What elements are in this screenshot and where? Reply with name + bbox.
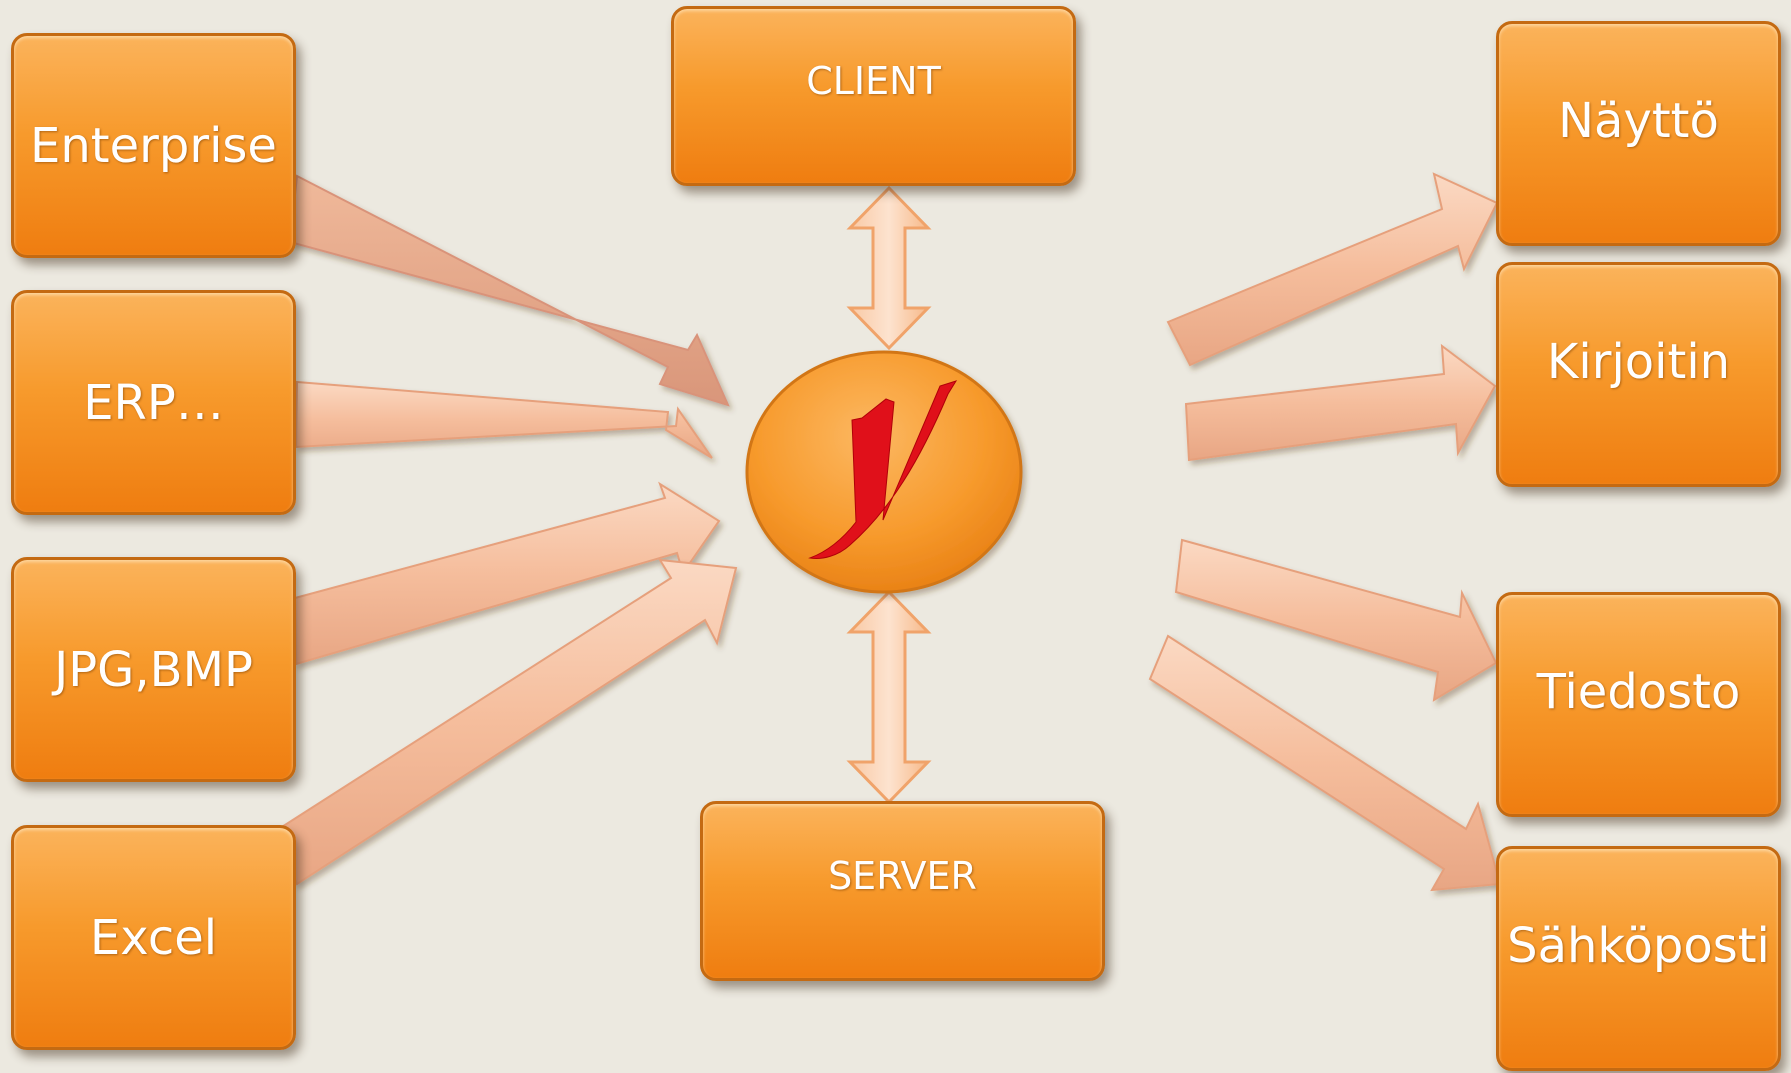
output-box-tiedosto: Tiedosto — [1496, 592, 1781, 817]
output-box-naytto: Näyttö — [1496, 21, 1781, 246]
arrow-hub-to-sahkoposti — [1148, 634, 1502, 892]
server-box: SERVER — [700, 801, 1105, 981]
source-box-jpg-bmp: JPG,BMP — [11, 557, 296, 782]
client-box: CLIENT — [671, 6, 1076, 186]
arrow-excel-to-hub — [272, 558, 738, 886]
arrow-hub-to-tiedosto — [1174, 538, 1498, 702]
source-box-excel: Excel — [11, 825, 296, 1050]
source-label-enterprise: Enterprise — [30, 117, 277, 174]
arrow-hub-to-naytto — [1166, 172, 1499, 367]
arrow-jpg-to-hub — [293, 481, 721, 666]
server-label: SERVER — [828, 854, 977, 898]
source-label-erp: ERP… — [83, 374, 224, 431]
source-box-erp: ERP… — [11, 290, 296, 515]
output-box-sahkoposti: Sähköposti — [1496, 846, 1781, 1071]
output-label-tiedosto: Tiedosto — [1536, 664, 1741, 720]
output-label-naytto: Näyttö — [1558, 93, 1719, 149]
output-box-kirjoitin: Kirjoitin — [1496, 262, 1781, 487]
double-arrow-server-hub — [846, 589, 932, 805]
y-logo-icon — [808, 380, 958, 559]
arrow-erp-to-hub — [294, 380, 713, 459]
client-label: CLIENT — [806, 59, 941, 103]
output-label-kirjoitin: Kirjoitin — [1546, 334, 1731, 390]
output-label-sahkoposti: Sähköposti — [1507, 918, 1770, 974]
source-label-excel: Excel — [89, 909, 218, 966]
source-label-jpg-bmp: JPG,BMP — [54, 641, 253, 698]
arrow-hub-to-kirjoitin — [1184, 343, 1497, 462]
double-arrow-client-hub — [846, 185, 932, 351]
source-box-enterprise: Enterprise — [11, 33, 296, 258]
arrow-enterprise-to-hub — [288, 174, 730, 407]
